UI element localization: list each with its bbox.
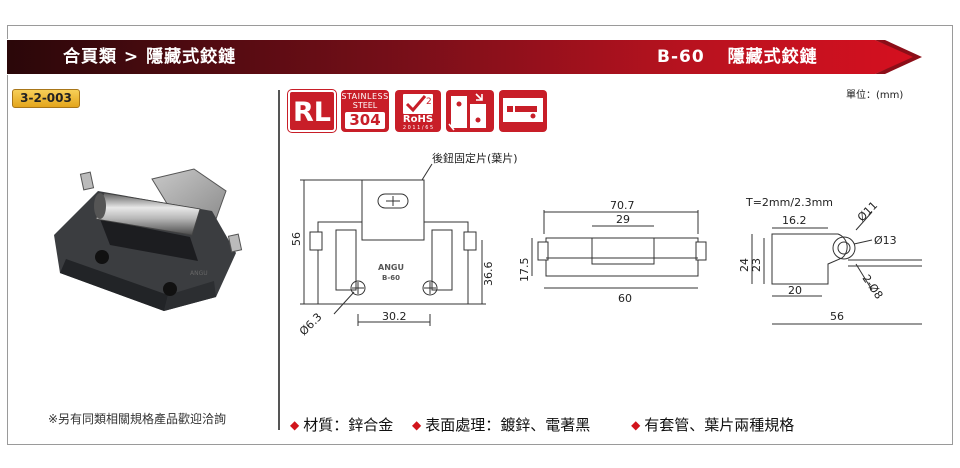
feature-variants-text: 有套管、葉片兩種規格: [644, 416, 795, 434]
rohs-version: 2: [426, 97, 432, 107]
dim-bore-dia: Ø13: [874, 234, 897, 247]
steel-grade: 304: [345, 112, 385, 129]
svg-text:ANGU: ANGU: [190, 270, 208, 277]
dim-hole-dia: Ø6.3: [297, 310, 325, 338]
dim-front-height: 56: [290, 232, 303, 246]
dim-slot: 2-Ø8: [860, 272, 886, 301]
rohs-directive: 2 0 1 1 / 6 5: [402, 125, 434, 131]
dim-side-width: 16.2: [782, 214, 807, 227]
product-name: 隱藏式鉸鏈: [727, 47, 818, 67]
diamond-bullet-icon: ◆: [631, 418, 641, 432]
feature-variants: ◆有套管、葉片兩種規格: [631, 414, 794, 435]
header-banner: 合頁類 > 隱藏式鉸鏈 B-60 隱藏式鉸鏈: [7, 36, 925, 78]
feature-finish: ◆表面處理：鍍鋅、電著黑: [412, 414, 590, 435]
dim-top-height: 17.5: [518, 258, 531, 283]
unit-label: 單位：(mm): [846, 90, 904, 101]
rohs-badge: 2 RoHS 2 0 1 1 / 6 5: [395, 90, 441, 132]
checkmark-icon: 2: [403, 94, 433, 114]
dim-top-inner: 29: [616, 213, 630, 226]
inquiry-note: ※另有同類相關規格產品歡迎洽詢: [48, 412, 227, 426]
rear-plate-callout: 後鈕固定片(葉片): [432, 151, 518, 165]
banner-background: [7, 36, 925, 78]
dim-side-h2: 23: [750, 258, 763, 272]
stainless-304-badge: STAINLESS STEEL 304: [341, 90, 389, 132]
product-photo: ANGU: [54, 168, 243, 311]
model-code: B-60: [657, 47, 705, 67]
concealed-mount-icon: [499, 90, 547, 132]
dim-pin-dia: Ø11: [855, 199, 880, 224]
product-title: B-60 隱藏式鉸鏈: [657, 42, 818, 72]
technical-drawing: 後鈕固定片(葉片) 56 Ø6.3 30.2 36.6 ANGU B-60 70…: [290, 151, 922, 338]
dim-side-total: 56: [830, 310, 844, 323]
feature-material-text: 材質：鋅合金: [303, 416, 394, 434]
steel-label: STEEL: [352, 101, 378, 110]
front-brand-mark: ANGU: [378, 263, 404, 272]
vertical-divider: [278, 90, 280, 430]
dim-front-right-height: 36.6: [482, 262, 495, 287]
reversible-hinge-icon: [446, 90, 494, 132]
dim-top-overall: 70.7: [610, 199, 635, 212]
catalog-code-badge: 3-2-003: [12, 89, 80, 108]
dim-hole-spacing: 30.2: [382, 310, 407, 323]
feature-list: ◆材質：鋅合金 ◆表面處理：鍍鋅、電著黑 ◆有套管、葉片兩種規格: [290, 414, 808, 435]
diamond-bullet-icon: ◆: [290, 418, 300, 432]
feature-finish-text: 表面處理：鍍鋅、電著黑: [425, 416, 591, 434]
dim-top-base: 60: [618, 292, 632, 305]
stainless-label: STAINLESS: [341, 92, 389, 101]
rl-badge: RL: [287, 89, 337, 133]
breadcrumb: 合頁類 > 隱藏式鉸鏈: [63, 47, 237, 67]
feature-material: ◆材質：鋅合金: [290, 414, 393, 435]
thickness-label: T=2mm/2.3mm: [745, 196, 833, 209]
diamond-bullet-icon: ◆: [412, 418, 422, 432]
front-model-mark: B-60: [382, 274, 400, 282]
dim-side-h1: 24: [738, 258, 751, 272]
dim-side-base: 20: [788, 284, 802, 297]
rohs-label: RoHS: [402, 114, 434, 125]
